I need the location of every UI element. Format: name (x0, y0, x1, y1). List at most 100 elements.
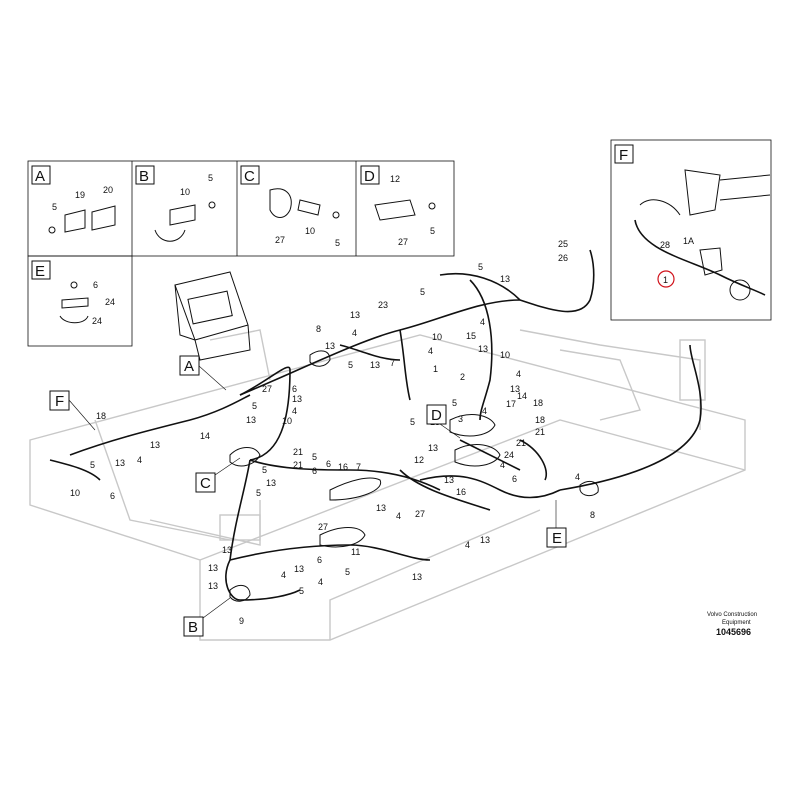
label-13: 13 (350, 310, 360, 320)
label-21: 18 (533, 398, 543, 408)
label-27: 27 (262, 384, 272, 394)
svg-text:F: F (619, 147, 628, 164)
callout-E (546, 527, 567, 548)
label-13: 13 (500, 274, 510, 284)
label-10: 10 (70, 488, 80, 498)
detail-panels: A 19 20 5 B 10 5 C 27 10 5 (27, 139, 772, 347)
svg-text:F: F (55, 393, 64, 410)
svg-text:20: 20 (103, 185, 113, 195)
machine-frame (29, 329, 746, 641)
label-13: 13 (150, 440, 160, 450)
label-7: 7 (356, 462, 361, 472)
label-18: 18 (96, 411, 106, 421)
detail-panel-E: E 6 24 24 (31, 260, 115, 326)
label-16: 16 (338, 462, 348, 472)
label-13: 13 (376, 503, 386, 513)
main-harness (49, 249, 702, 602)
svg-text:10: 10 (305, 226, 315, 236)
label-10: 10 (432, 332, 442, 342)
label-4: 4 (516, 369, 521, 379)
label-5: 5 (262, 465, 267, 475)
label-14: 14 (200, 431, 210, 441)
detail-panel-A: A 19 20 5 (31, 165, 116, 234)
label-4: 4 (465, 540, 470, 550)
svg-text:27: 27 (275, 235, 285, 245)
label-17: 17 (506, 399, 516, 409)
label-4: 4 (482, 406, 487, 416)
label-14: 14 (517, 391, 527, 401)
label-13: 13 (510, 384, 520, 394)
label-4: 4 (428, 346, 433, 356)
label-22: 21 (293, 447, 303, 457)
svg-text:24: 24 (92, 316, 102, 326)
label-4: 4 (352, 328, 357, 338)
label-27: 27 (318, 522, 328, 532)
label-11: 11 (351, 547, 360, 557)
svg-text:C: C (200, 475, 211, 492)
svg-text:5: 5 (52, 202, 57, 212)
svg-text:B: B (188, 619, 198, 636)
label-5: 5 (410, 417, 415, 427)
detail-panel-D: D 12 27 5 (360, 165, 436, 247)
svg-text:5: 5 (208, 173, 213, 183)
svg-text:6: 6 (93, 280, 98, 290)
label-5: 5 (478, 262, 483, 272)
drawing-number: 1045696 (716, 627, 751, 637)
label-6: 6 (512, 474, 517, 484)
svg-text:5: 5 (335, 238, 340, 248)
label-13: 13 (266, 478, 276, 488)
label-13: 13 (480, 535, 490, 545)
svg-text:D: D (364, 168, 375, 185)
label-13: 13 (208, 563, 218, 573)
label-4: 4 (500, 460, 505, 470)
label-2: 2 (460, 372, 465, 382)
label-8: 8 (316, 324, 321, 334)
label-13: 13 (246, 415, 256, 425)
label-24: 24 (504, 450, 514, 460)
svg-text:A: A (184, 358, 194, 375)
label-21: 18 (535, 415, 545, 425)
label-22: 21 (516, 438, 526, 448)
label-4: 4 (575, 472, 580, 482)
svg-text:10: 10 (180, 187, 190, 197)
label-5: 5 (90, 460, 95, 470)
svg-text:1: 1 (663, 275, 668, 285)
label-6: 6 (292, 384, 297, 394)
label-13: 13 (478, 344, 488, 354)
label-4: 4 (480, 317, 485, 327)
svg-text:E: E (552, 530, 562, 547)
svg-text:5: 5 (430, 226, 435, 236)
label-22: 21 (535, 427, 545, 437)
label-12: 12 (414, 455, 424, 465)
detail-panel-B: B 10 5 (135, 165, 216, 242)
credit-line-2: Equipment (722, 620, 751, 626)
detail-panel-C: C 27 10 5 (240, 165, 340, 248)
main-labels: 25 26 5 13 23 5 13 8 4 13 5 13 10 4 4 15… (70, 239, 595, 626)
svg-text:27: 27 (398, 237, 408, 247)
label-5: 5 (252, 401, 257, 411)
credit-line-1: Volvo Construction (707, 612, 757, 618)
label-3: 3 (458, 414, 463, 424)
label-13: 13 (292, 394, 302, 404)
svg-text:19: 19 (75, 190, 85, 200)
label-25: 25 (558, 239, 568, 249)
label-5: 5 (452, 398, 457, 408)
label-27: 27 (415, 509, 425, 519)
svg-text:24: 24 (105, 297, 115, 307)
callout-B (183, 616, 204, 637)
label-6: 6 (110, 491, 115, 501)
main-callouts: A F C D E B (49, 355, 567, 637)
label-9: 9 (239, 616, 244, 626)
label-4: 4 (281, 570, 286, 580)
label-10: 10 (282, 416, 292, 426)
label-5: 5 (312, 452, 317, 462)
label-6: 6 (312, 466, 317, 476)
label-13: 13 (325, 341, 335, 351)
label-5: 5 (299, 586, 304, 596)
svg-text:12: 12 (390, 174, 400, 184)
label-5: 5 (420, 287, 425, 297)
callout-F (49, 390, 70, 411)
label-8: 8 (590, 510, 595, 520)
svg-text:D: D (431, 407, 442, 424)
